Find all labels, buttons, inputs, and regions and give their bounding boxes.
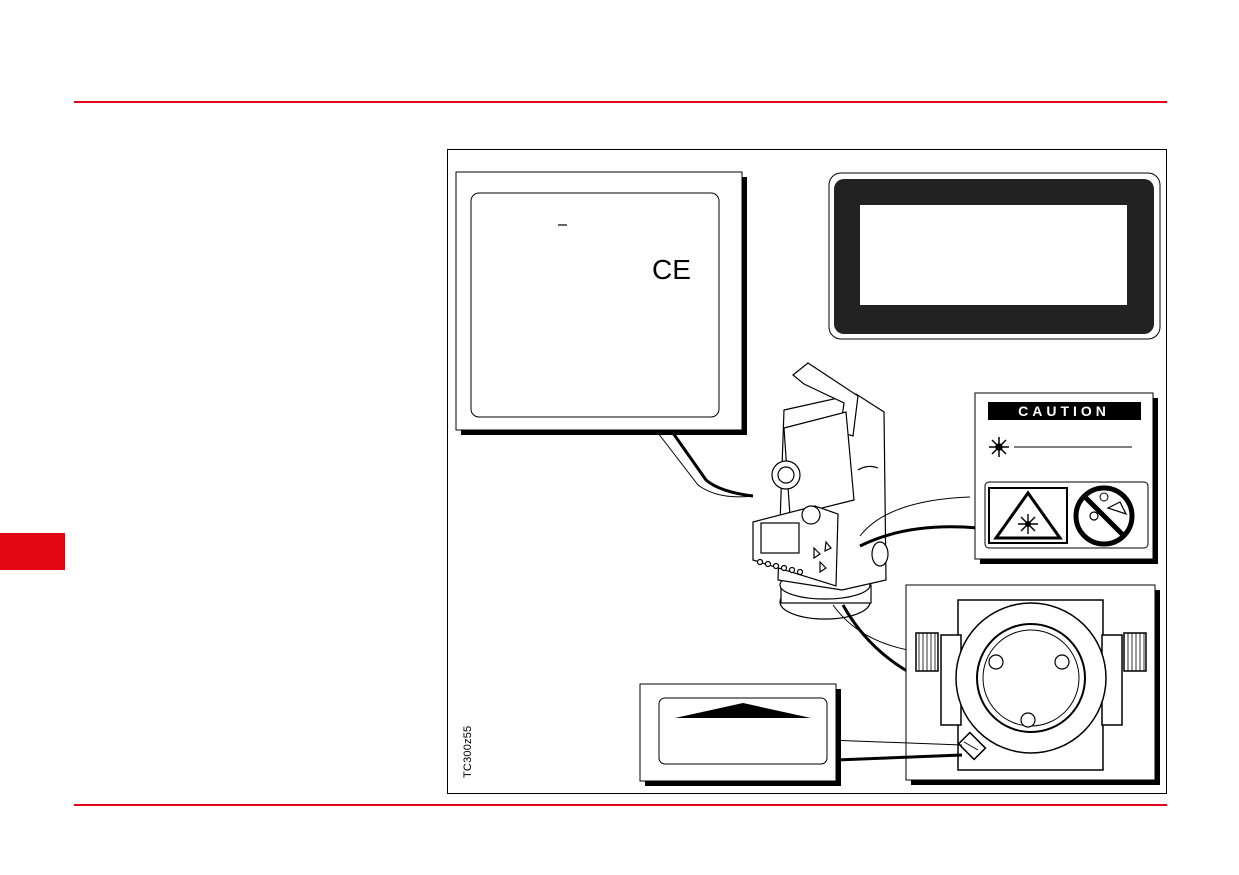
no-eye-exposure-icon — [1073, 485, 1135, 547]
serial-label — [639, 683, 841, 786]
type-plate-label: CE — [455, 171, 754, 498]
figure-code: TC300z55 — [462, 725, 474, 778]
battery-label — [828, 172, 1161, 340]
caution-heading: CAUTION — [1018, 403, 1110, 419]
caution-label: CAUTION — [974, 392, 1158, 564]
tribrach-illustration — [905, 584, 1160, 785]
header-rule — [74, 101, 1167, 103]
laser-burst-icon — [989, 437, 1009, 457]
figure-drawing: CE — [455, 171, 1161, 786]
total-station-illustration — [752, 362, 889, 620]
laser-warning-icon — [993, 490, 1063, 540]
ce-mark: CE — [652, 254, 691, 285]
label-location-figure: CE — [447, 149, 1167, 794]
chapter-tab — [0, 533, 65, 570]
footer-rule — [74, 804, 1167, 806]
